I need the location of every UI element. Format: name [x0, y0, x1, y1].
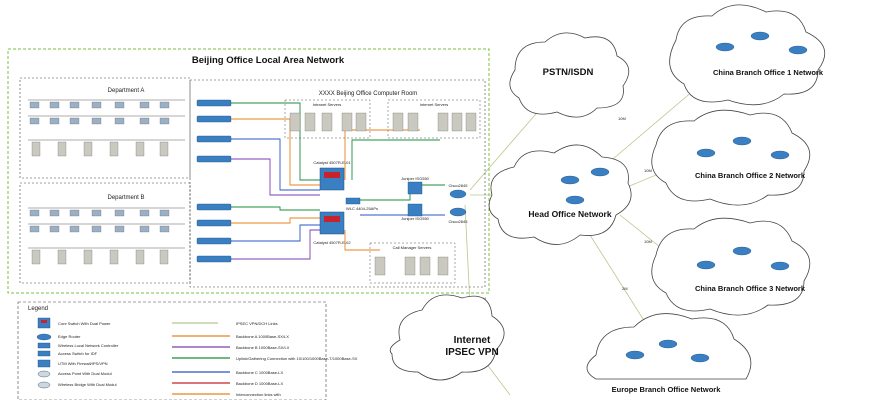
- legend-right-item: Backbone C 1000Base-LX: [236, 370, 283, 375]
- cloud-china3: [651, 217, 811, 316]
- department-a-label: Department A: [108, 88, 145, 94]
- core-switch-2-label: Catalyst 4507R-E-02: [313, 240, 351, 245]
- legend-left-item: Core Switch With Dual Power: [58, 321, 111, 326]
- legend-right-lines: [172, 322, 230, 395]
- department-b-devices: [29, 209, 170, 265]
- legend-right-labels: IPSEC VPN/DCH Links Backbone A 1000Base-…: [236, 321, 358, 397]
- wlc: WLC 4404-25APs: [345, 197, 378, 211]
- cloud-pstn-label: PSTN/ISDN: [543, 67, 594, 78]
- legend-left-item: UTM With Firewall/IPS/VPN: [58, 361, 108, 366]
- cloud-china3-label: China Branch Office 3 Network: [695, 284, 806, 293]
- legend-box: [17, 301, 327, 400]
- legend-left-item: Access Switch for IDF: [58, 351, 98, 356]
- legend-right-item: Interconnection links with: [236, 392, 281, 397]
- call-manager-label: Call Manager Servers: [393, 245, 432, 250]
- backbone-links: [231, 102, 445, 260]
- cloud-europe-label: Europe Branch Office Network: [612, 385, 722, 394]
- link-label-china2: 10M: [644, 168, 652, 173]
- link-europe: [589, 234, 651, 331]
- internet-server-icons: [392, 112, 477, 132]
- legend-left-item: Wireless Local Network Controller: [58, 343, 119, 348]
- legend-left-item: Edge Router: [58, 334, 81, 339]
- legend-right-item: Backbone A 1000Base-SX/LX: [236, 334, 289, 339]
- internet-servers-box: [387, 99, 481, 139]
- cloud-head-office-label: Head Office Network: [528, 209, 611, 219]
- juniper-1-label: Juniper ISG550: [401, 176, 430, 181]
- department-a-box: [19, 77, 191, 179]
- cisco-router-1: Cisco2845: [449, 183, 469, 199]
- cloud-internet-label: Internet: [454, 335, 491, 346]
- legend-left-labels: Core Switch With Dual Power Edge Router …: [58, 321, 119, 387]
- cloud-china1: [669, 4, 826, 106]
- juniper-2: Juniper ISG550: [401, 203, 430, 221]
- access-switches: [196, 99, 232, 263]
- legend-right-item: Backbone D 1000Base-LX: [236, 381, 283, 386]
- link-label-china1: 10M: [618, 116, 626, 121]
- juniper-2-label: Juniper ISG550: [401, 216, 430, 221]
- legend-left-item: Wireless Bridge With Dual Modul: [58, 382, 117, 387]
- legend-right-item: Uplink/Gathering Connection with 10/100/…: [236, 356, 358, 361]
- computer-room-title: XXXX Beijing Office Computer Room: [319, 91, 418, 97]
- link-internet: [464, 204, 471, 306]
- wan-links: [464, 84, 701, 396]
- internet-servers-label: Internet Servers: [420, 102, 448, 107]
- cisco-router-2: Cisco2845: [449, 207, 469, 224]
- legend-left-icons: [36, 317, 52, 389]
- intranet-server-icons: [289, 112, 367, 132]
- link-pstn: [469, 99, 549, 191]
- core-switch-1: Catalyst 4507R-E-01: [313, 160, 351, 191]
- intranet-servers-label: Intranet Servers: [313, 102, 341, 107]
- intranet-servers-box: [284, 99, 371, 139]
- legend-right-item: Backbone B 1000Base-SX/LX: [236, 345, 290, 350]
- legend-right-item: IPSEC VPN/DCH Links: [236, 321, 278, 326]
- clouds: [389, 4, 826, 381]
- call-manager-icons: [374, 256, 449, 276]
- juniper-1: Juniper ISG550: [401, 176, 430, 195]
- cloud-routers: [560, 31, 808, 363]
- cloud-china2-label: China Branch Office 2 Network: [695, 171, 806, 180]
- cloud-head-office: [488, 144, 632, 245]
- legend-left-item: Access Point With Dual Modul: [58, 371, 112, 376]
- cloud-internet: [389, 294, 505, 381]
- cloud-pstn: [509, 32, 630, 118]
- computer-room-box: [189, 79, 486, 288]
- lan-title: Beijing Office Local Area Network: [192, 55, 345, 66]
- core-switch-1-label: Catalyst 4507R-E-01: [313, 160, 351, 165]
- department-a-devices: [29, 101, 170, 157]
- cloud-ipsec-label: IPSEC VPN: [445, 347, 498, 358]
- cisco-router-2-label: Cisco2845: [449, 219, 469, 224]
- link-label-china3: 10M: [644, 239, 652, 244]
- lan-boundary: [7, 48, 490, 294]
- call-manager-box: [369, 242, 456, 284]
- cloud-china1-label: China Branch Office 1 Network: [713, 68, 824, 77]
- wlc-label: WLC 4404-25APs: [346, 206, 378, 211]
- cisco-router-1-label: Cisco2845: [449, 183, 469, 188]
- department-bus-lines: [28, 99, 185, 249]
- department-b-label: Department B: [107, 195, 144, 201]
- core-switch-2: Catalyst 4507R-E-02: [313, 211, 351, 245]
- link-label-europe: 2M: [622, 286, 628, 291]
- legend-title: Legend: [28, 306, 48, 312]
- cloud-china2: [651, 109, 811, 206]
- link-china1: [599, 84, 701, 171]
- department-b-box: [19, 182, 191, 284]
